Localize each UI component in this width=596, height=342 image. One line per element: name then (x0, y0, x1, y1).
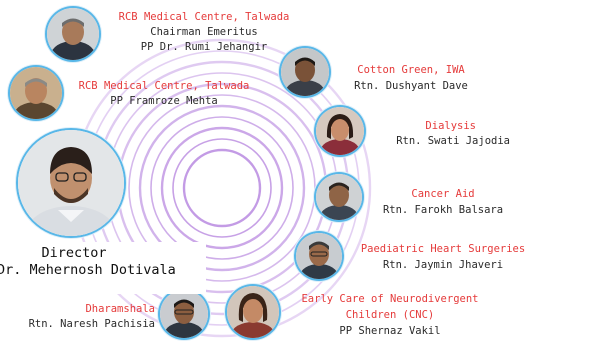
member-name: PP Framroze Mehta (110, 95, 218, 107)
member-name: Rtn. Jaymin Jhaveri (382, 259, 504, 271)
person-photo-icon (316, 107, 364, 155)
avatar-swati-jajodia (316, 107, 364, 155)
person-photo-icon (160, 290, 208, 338)
person-photo-icon (18, 130, 124, 236)
person-photo-icon (316, 174, 362, 220)
avatar-framroze-mehta (10, 67, 62, 119)
director-label-box (0, 242, 206, 294)
member-name: Rtn. Naresh Pachisia (28, 318, 155, 330)
member-role: Paediatric Heart Surgeries (360, 243, 526, 255)
person-photo-icon (227, 286, 279, 338)
member-name: PP Dr. Rumi Jehangir (140, 41, 268, 53)
member-role: Dharamshala (85, 303, 155, 315)
avatar-rumi-jehangir (47, 8, 99, 60)
avatar-farokh-balsara (316, 174, 362, 220)
member-title: Chairman Emeritus (150, 26, 258, 38)
avatar-dushyant-dave (281, 48, 329, 96)
avatar-director-mehernosh-dotivala (18, 130, 124, 236)
ring-circle (128, 94, 316, 282)
ring-circle (138, 104, 306, 272)
member-name: PP Shernaz Vakil (339, 325, 441, 337)
person-photo-icon (10, 67, 62, 119)
avatar-naresh-pachisia (160, 290, 208, 338)
member-name: Rtn. Dushyant Dave (354, 80, 468, 92)
ring-circle (182, 148, 262, 228)
member-name: Rtn. Swati Jajodia (396, 135, 510, 147)
ring-circle (150, 116, 294, 260)
director-name: Dr. Mehernosh Dotivala (0, 262, 176, 278)
member-role: Early Care of Neurodivergent (301, 293, 479, 305)
avatar-shernaz-vakil (227, 286, 279, 338)
member-role: Cotton Green, IWA (357, 64, 465, 76)
member-role: RCB Medical Centre, Talwada (118, 11, 290, 23)
ring-circle (172, 138, 272, 238)
member-role: Cancer Aid (411, 188, 475, 200)
person-photo-icon (281, 48, 329, 96)
person-photo-icon (47, 8, 99, 60)
member-role: RCB Medical Centre, Talwada (78, 80, 250, 92)
ring-circle (160, 126, 284, 250)
avatar-jaymin-jhaveri (296, 233, 342, 279)
member-name: Rtn. Farokh Balsara (382, 204, 504, 216)
director-title: Director (41, 245, 107, 261)
member-role-line2: Children (CNC) (345, 309, 435, 321)
member-role: Dialysis (425, 120, 476, 132)
person-photo-icon (296, 233, 342, 279)
